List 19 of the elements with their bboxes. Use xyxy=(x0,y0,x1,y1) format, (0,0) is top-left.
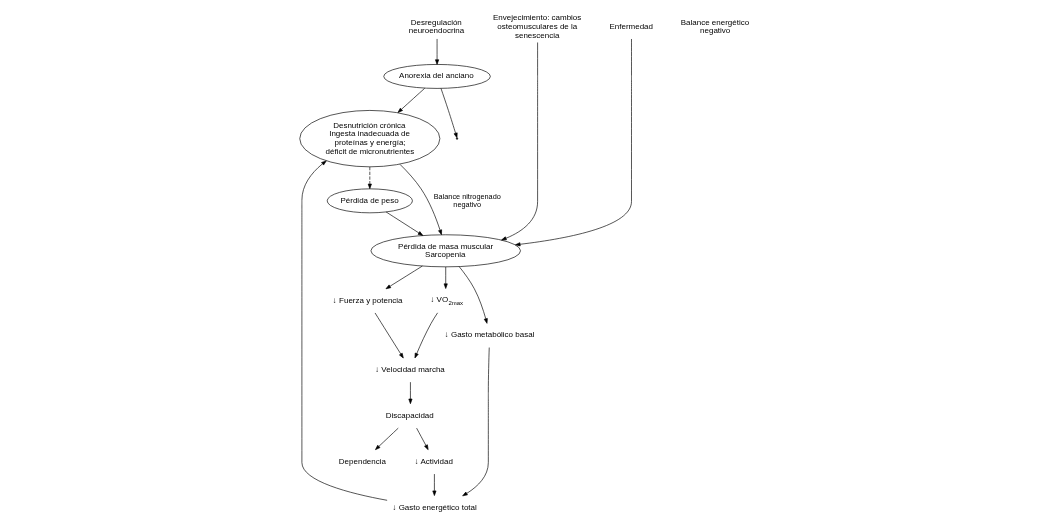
arrow xyxy=(431,473,436,496)
arrow xyxy=(443,266,448,289)
arrow xyxy=(458,266,488,324)
arrow xyxy=(385,211,423,236)
arrow xyxy=(374,312,404,359)
arrow xyxy=(407,381,412,405)
arrow xyxy=(500,42,538,241)
arrow xyxy=(374,427,399,450)
arrow xyxy=(434,38,439,65)
arrow xyxy=(514,38,632,247)
arrow xyxy=(415,427,428,450)
arrow xyxy=(461,347,490,497)
arrow xyxy=(397,87,425,113)
edge-label: Balance nitrogenado negativo xyxy=(433,191,501,209)
arrow xyxy=(385,265,423,290)
arrow xyxy=(414,312,438,359)
arrow xyxy=(399,164,442,235)
arrow xyxy=(301,160,387,501)
arrow xyxy=(367,166,372,189)
